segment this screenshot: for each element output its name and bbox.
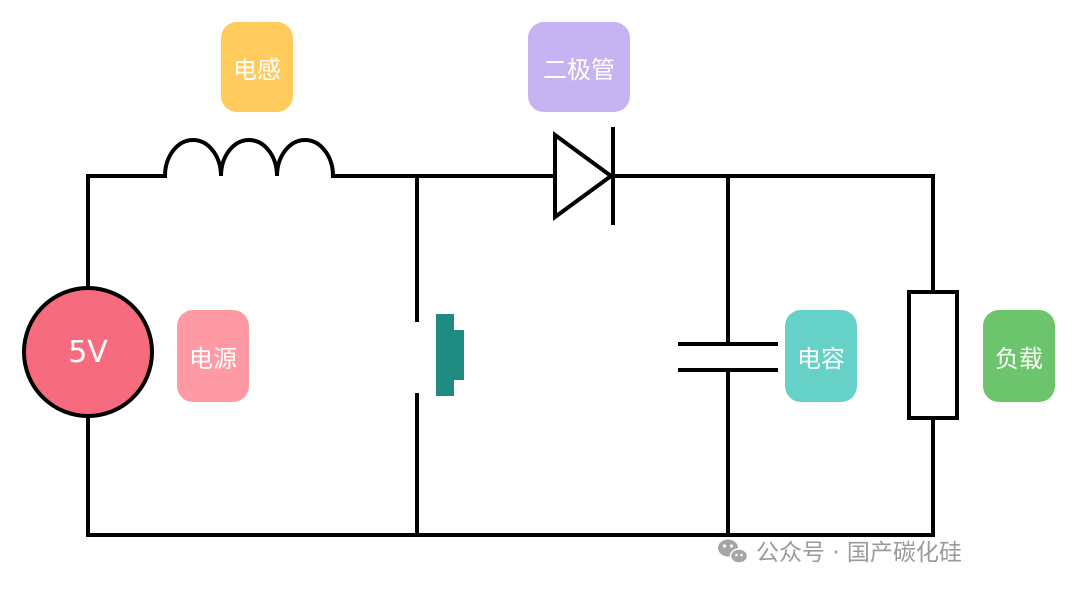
diode-symbol (553, 127, 615, 225)
source-circle (22, 286, 154, 418)
capacitor-symbol (678, 342, 778, 372)
capacitor-tag: 电容 (785, 310, 857, 402)
source-tag: 电源 (177, 310, 249, 402)
inductor-coil (162, 138, 336, 179)
load-resistor (907, 290, 959, 420)
watermark: 公众号 · 国产碳化硅 (718, 532, 962, 568)
diode-tag: 二极管 (528, 22, 630, 112)
source-voltage-label: 5V (68, 334, 108, 370)
load-tag: 负载 (983, 310, 1055, 402)
switch-symbol (436, 314, 464, 396)
inductor-tag: 电感 (221, 22, 293, 112)
wechat-icon (718, 539, 749, 564)
watermark-text: 公众号 · 国产碳化硅 (756, 540, 962, 566)
